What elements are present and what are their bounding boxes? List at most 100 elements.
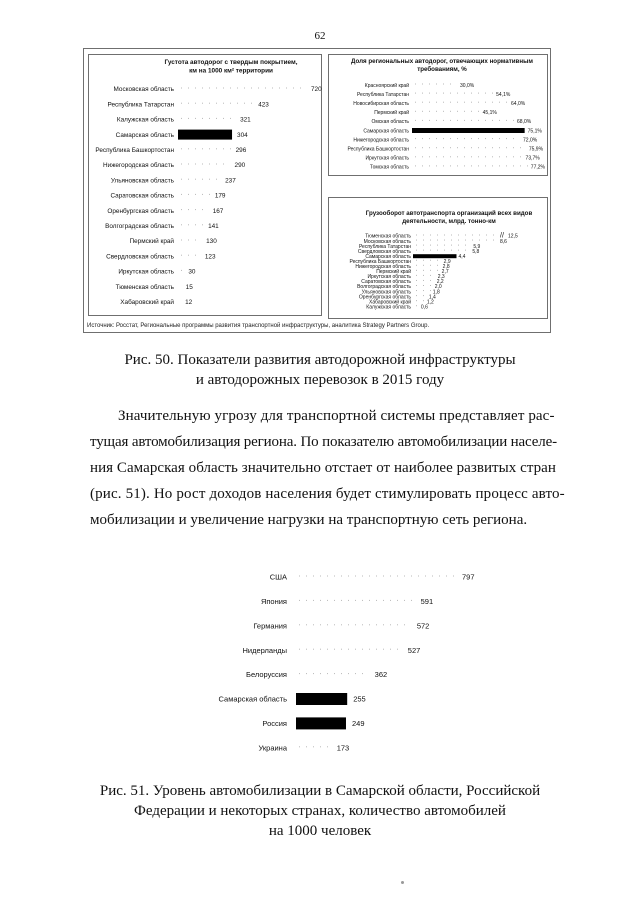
caption-line: на 1000 человек [268, 823, 372, 839]
chart-road-density: Густота автодорог с твердым покрытием,км… [95, 59, 322, 306]
bar [181, 254, 196, 256]
bar-dot [418, 575, 419, 577]
bar-dot [209, 163, 210, 165]
bar-highlight [412, 128, 525, 133]
bar [416, 264, 438, 266]
bar-dot [471, 110, 472, 112]
bar-dot [251, 87, 252, 89]
bar-dot [320, 746, 321, 748]
bar-dot [334, 648, 335, 650]
bar-dot [485, 119, 486, 121]
bar-dot [390, 648, 391, 650]
value-label: 321 [240, 117, 251, 124]
bar-dot [513, 119, 514, 121]
bar-dot [195, 193, 196, 195]
bar-dot [457, 101, 458, 103]
bar-dot [416, 285, 417, 286]
value-label: 591 [421, 597, 434, 606]
bar-dot [471, 119, 472, 121]
caption-line: Рис. 50. Показатели развития автодорожно… [124, 352, 516, 368]
bar-dot [464, 138, 465, 140]
bar-dot [202, 102, 203, 104]
bar-dot [520, 147, 521, 149]
bar-dot [195, 209, 196, 211]
bar-dot [429, 110, 430, 112]
value-label: 1,8 [433, 289, 440, 295]
bar [416, 234, 494, 236]
bar-dot [443, 119, 444, 121]
bar-dot [425, 575, 426, 577]
bar-dot [451, 239, 452, 241]
bar-dot [443, 147, 444, 149]
bar-dot [423, 285, 424, 286]
bar [416, 295, 424, 297]
bar-dot [216, 178, 217, 180]
value-label: 4,4 [458, 254, 465, 260]
value-label: 255 [353, 695, 366, 704]
bar-dot [313, 624, 314, 626]
bar-dot [416, 269, 417, 271]
category-label: Омская область [371, 119, 409, 125]
value-label: 304 [237, 132, 248, 139]
bar-dot [493, 239, 494, 241]
bar-dot [348, 648, 349, 650]
bar-dot [195, 178, 196, 180]
bar-dot [195, 102, 196, 104]
bar-dot [458, 249, 459, 251]
category-label: Республика Башкортостан [347, 146, 409, 152]
bar-dot [458, 244, 459, 246]
bar [299, 599, 412, 601]
category-label: Тюменская область [365, 234, 411, 240]
bar-dot [223, 148, 224, 150]
bar-dot [216, 163, 217, 165]
bar-dot [202, 209, 203, 211]
bar-dot [306, 575, 307, 577]
bar-dot [411, 575, 412, 577]
category-label: Самарская область [365, 254, 411, 260]
bar-dot [471, 92, 472, 94]
category-label: Иркутская область [118, 268, 174, 276]
bar [181, 163, 224, 165]
bar-dot [422, 92, 423, 94]
bar-dot [499, 165, 500, 167]
bar-dot [429, 165, 430, 167]
bar-dot [450, 119, 451, 121]
bar-dot [422, 165, 423, 167]
bar-dot [195, 163, 196, 165]
bar-dot [492, 119, 493, 121]
bar [181, 193, 210, 195]
bar-dot [464, 101, 465, 103]
bar-dot [443, 156, 444, 158]
bar-dot [499, 101, 500, 103]
category-label: Нижегородская область [355, 264, 411, 270]
value-label: 572 [417, 621, 430, 630]
bar-dot [423, 239, 424, 241]
category-label: Нижегородская область [103, 161, 175, 169]
value-label: 423 [258, 101, 269, 108]
bar-dot [437, 244, 438, 246]
bar-dot [499, 147, 500, 149]
bar-dot [216, 148, 217, 150]
bar-dot [369, 624, 370, 626]
caption-line: Федерации и некоторых странах, количеств… [134, 803, 506, 819]
bar-dot [478, 147, 479, 149]
bar-dot [492, 147, 493, 149]
bar-dot [188, 254, 189, 256]
bar-dot [450, 147, 451, 149]
bar-dot [230, 117, 231, 119]
bar-dot [422, 110, 423, 112]
value-label: 2,0 [435, 284, 442, 290]
bar-dot [376, 575, 377, 577]
bar-dot [436, 165, 437, 167]
chart-title: требованиям, % [417, 66, 467, 73]
category-label: Тюменская область [116, 283, 175, 291]
bar [416, 285, 431, 286]
bar-dot [195, 117, 196, 119]
bar-highlight [296, 693, 348, 705]
bar-dot [422, 138, 423, 140]
bar-dot [416, 305, 417, 307]
bar-dot [451, 234, 452, 236]
bar-dot [209, 102, 210, 104]
bar-dot [478, 156, 479, 158]
